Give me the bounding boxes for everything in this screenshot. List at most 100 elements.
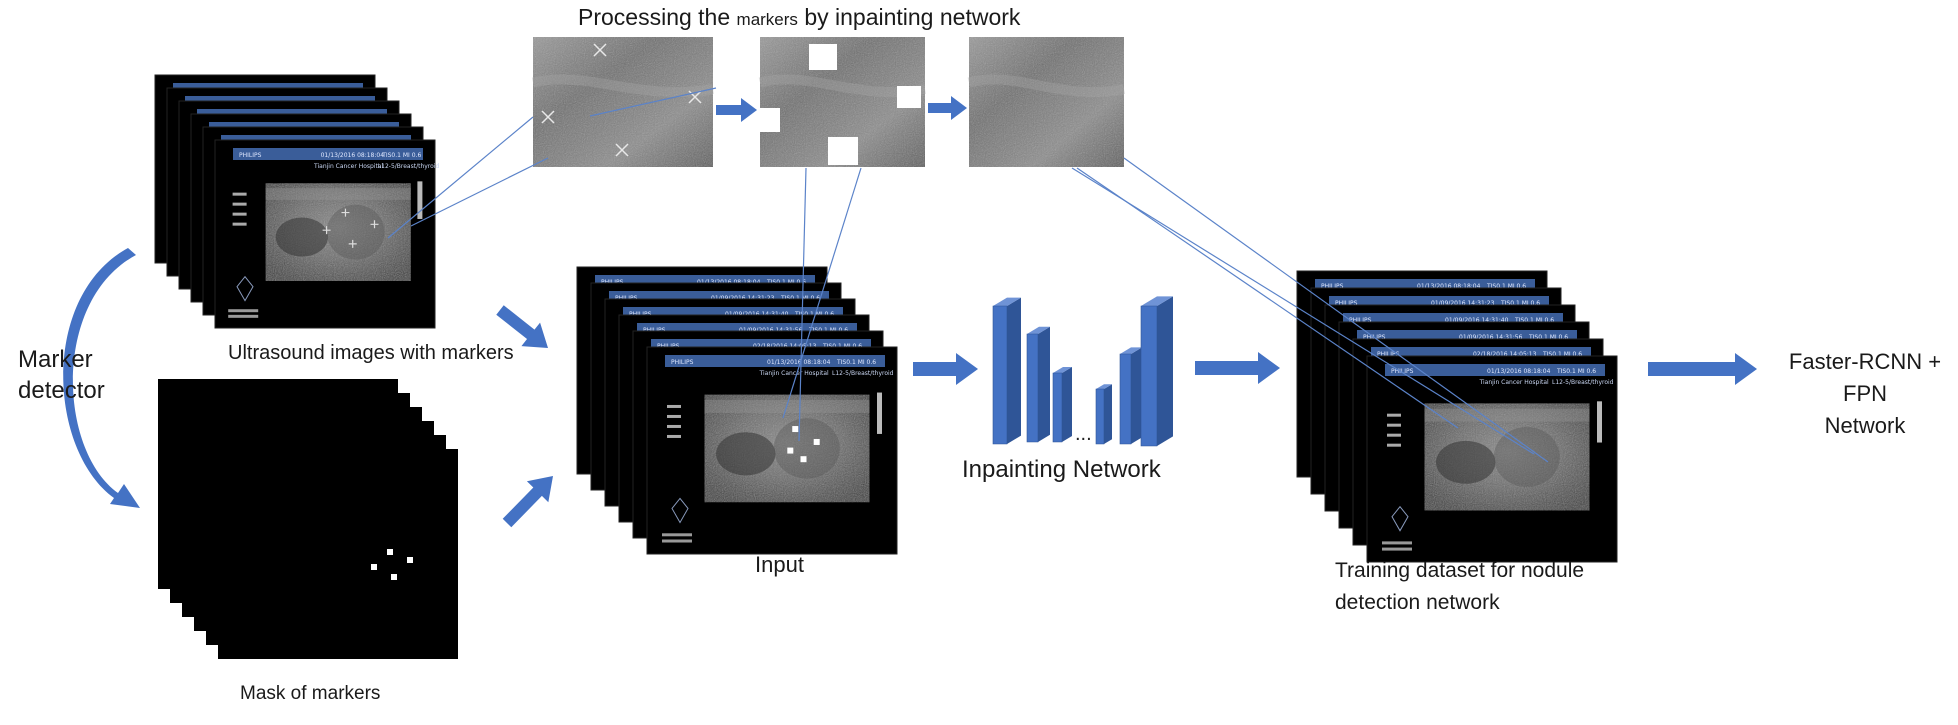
train-stack-header-date: 01/09/2016 14:31:23 <box>1431 300 1495 307</box>
marker-cross-icon <box>541 110 555 124</box>
train-stack-gain-scale <box>1597 401 1602 443</box>
input-stack-marker-square <box>800 456 807 463</box>
mask-marker-dot <box>371 564 377 570</box>
train-stack-header-date: 01/09/2016 14:31:40 <box>1445 317 1509 324</box>
title-markers: markers <box>736 10 798 29</box>
patch-inpainted-texture <box>967 74 1126 98</box>
patch-with-markers <box>533 37 713 167</box>
us-stack-tissue-band <box>265 188 411 200</box>
train-stack-measure-line <box>1382 547 1412 551</box>
connector-line <box>1076 167 1459 429</box>
input-stack-readout <box>667 414 681 418</box>
input-stack-probe-icon <box>671 497 689 524</box>
net-dec-1-side <box>1104 384 1112 444</box>
mask-square <box>809 44 837 70</box>
net-enc-3-side <box>1062 367 1072 442</box>
arrow-patch-2-to-3 <box>928 96 967 120</box>
us-stack-header-tis: TIS0.1 MI 0.6 <box>381 152 421 159</box>
mask-marker-dot <box>407 557 413 563</box>
us-stack-readout <box>232 192 247 196</box>
input-stack-header-bar <box>665 355 885 367</box>
input-stack-readout <box>667 424 681 428</box>
us-stack-nodule-region <box>326 204 385 260</box>
flow-arrows <box>63 96 1757 528</box>
us-stack-marker-cross <box>322 226 331 235</box>
input-stack-nodule-region <box>773 418 840 479</box>
input-stack-marker-square <box>813 438 820 445</box>
train-stack-probe-icon <box>1391 505 1409 532</box>
us-stack-measure-line <box>228 309 259 313</box>
us-stack-header-probe: L12-5/Breast/thyroid <box>378 163 440 170</box>
train-stack-readout <box>1387 433 1401 437</box>
net-enc-2-top <box>1027 326 1050 334</box>
train-stack-readout <box>1387 413 1401 417</box>
mask-marker-dot <box>391 574 397 580</box>
us-stack-vessel-shadow <box>275 217 329 257</box>
train-stack-header-date: 01/13/2016 08:18:04 <box>1417 283 1481 290</box>
net-enc-2-side <box>1038 326 1050 442</box>
train-stack-readout <box>1387 443 1401 447</box>
us-stack-marker-cross <box>370 220 379 229</box>
train-stack-header-date: 01/09/2016 14:31:56 <box>1459 334 1523 341</box>
marker-cross-icon <box>615 143 629 157</box>
mask-square <box>897 86 921 108</box>
marker-detector-line-2: detector <box>18 377 105 404</box>
mask-square <box>758 108 780 132</box>
net-dec-2-top <box>1120 347 1142 354</box>
train-stack-header-brand: PHILIPS <box>1321 283 1344 290</box>
connector-line <box>589 87 717 117</box>
ultrasound-images-label: Ultrasound images with markers <box>228 342 514 364</box>
net-dec-2-front <box>1119 353 1132 445</box>
connector-line <box>1123 157 1549 463</box>
input-stack-header-hospital: Tianjin Cancer Hospital <box>759 370 830 377</box>
connector-lines <box>387 87 1549 463</box>
us-stack-marker-cross <box>341 208 350 217</box>
train-stack-header-tis: TIS0.1 MI 0.6 <box>1528 334 1568 341</box>
train-stack-header-tis: TIS0.1 MI 0.6 <box>1500 300 1540 307</box>
input-stack-marker-square <box>787 447 794 454</box>
train-stack-header-probe: L12-5/Breast/thyroid <box>1552 379 1614 386</box>
input-stack-readout <box>667 434 681 438</box>
training-label-line-1: Training dataset for nodule <box>1335 559 1585 582</box>
patch-with-markers-texture <box>531 74 714 98</box>
input-stack-header-brand: PHILIPS <box>671 359 694 366</box>
mask-marker-dot <box>387 549 393 555</box>
train-stack-header-brand: PHILIPS <box>1391 368 1414 375</box>
train-stack-header-tis: TIS0.1 MI 0.6 <box>1514 317 1554 324</box>
input-stack-measure-line <box>662 539 692 543</box>
train-stack-tissue-band <box>1424 408 1590 422</box>
network-ellipsis: ... <box>1075 423 1092 445</box>
train-stack-header-date: 02/18/2016 14:05:13 <box>1473 351 1537 358</box>
mask-square <box>828 137 858 165</box>
arrow-mask-to-input <box>502 476 553 528</box>
train-stack-header-brand: PHILIPS <box>1335 300 1358 307</box>
train-stack-header-hospital: Tianjin Cancer Hospital <box>1479 379 1550 386</box>
net-dec-3-top <box>1141 296 1173 306</box>
input-stack-gain-scale <box>877 392 882 434</box>
train-stack-header-brand: PHILIPS <box>1377 351 1400 358</box>
train-stack-header-tis: TIS0.1 MI 0.6 <box>1556 368 1596 375</box>
marker-patches <box>531 37 1126 167</box>
inpainting-network-graphic: ... <box>992 296 1173 447</box>
train-stack-header-brand: PHILIPS <box>1349 317 1372 324</box>
us-stack-readout <box>232 212 247 216</box>
title-prefix: Processing the <box>578 4 737 30</box>
inpainting-network-label: Inpainting Network <box>962 456 1161 483</box>
train-stack-vessel-shadow <box>1436 440 1496 484</box>
us-stack-header-bar <box>233 148 423 160</box>
input-stack-marker-square <box>792 426 799 433</box>
net-enc-3-top <box>1053 367 1072 373</box>
us-stack-header-date: 01/13/2016 08:18:04 <box>321 152 385 159</box>
us-stack-probe-icon <box>236 275 254 302</box>
input-stack-vessel-shadow <box>716 432 776 476</box>
us-stack-header-hospital: Tianjin Cancer Hospital <box>313 163 384 170</box>
train-stack-readout <box>1387 423 1401 427</box>
connector-line <box>387 116 534 239</box>
input-stack-header-probe: L12-5/Breast/thyroid <box>832 370 894 377</box>
